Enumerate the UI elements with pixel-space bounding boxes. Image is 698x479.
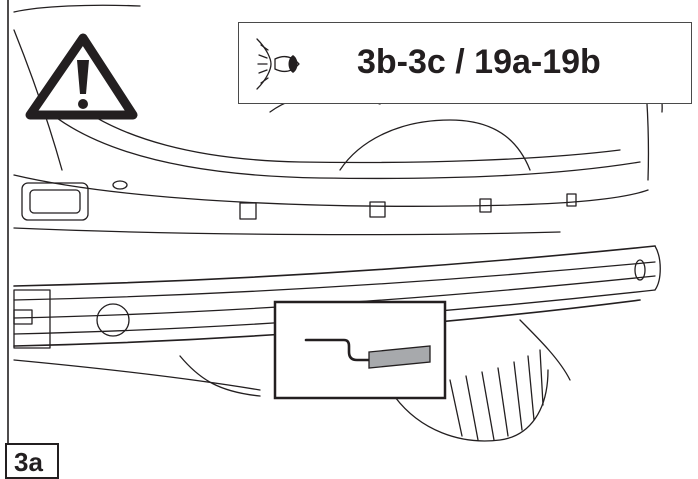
tyre-tread-1: [449, 379, 463, 437]
skirt-right-line: [519, 319, 571, 381]
parking-sensor-1: [239, 202, 257, 220]
tyre-tread-7: [539, 349, 544, 406]
lower-skirt-line: [179, 355, 261, 397]
left-bracket-slot: [13, 309, 33, 325]
parking-sensor-2: [369, 201, 386, 218]
beam-top-line: [13, 245, 656, 287]
warning-icon: [25, 33, 138, 120]
reference-box: 3b-3c / 19a-19b: [238, 22, 692, 104]
left-reflector: [21, 182, 89, 221]
tyre-tread-5: [513, 361, 523, 431]
left-reflector-inner: [29, 189, 81, 214]
number-plate-recess: [339, 119, 531, 171]
parking-sensor-4: [566, 193, 577, 207]
eye-icon: [256, 38, 300, 90]
roof-outline: [13, 4, 141, 13]
tyre-tread-3: [481, 371, 495, 441]
parking-sensor-3: [479, 198, 492, 213]
step-label: 3a: [14, 447, 43, 477]
tyre-tread-4: [497, 367, 509, 437]
tailgate-outline: [69, 99, 621, 164]
bracket-part: [368, 345, 431, 369]
beam-hole-left: [96, 303, 130, 337]
tailgate-button: [112, 180, 128, 190]
step-box: 3a: [5, 443, 59, 479]
tyre-tread-2: [465, 375, 479, 441]
bumper-upper-line: [13, 174, 649, 207]
beam-right-end: [654, 245, 661, 291]
tyre-tread-6: [527, 355, 535, 421]
tailgate-lower-outline: [43, 107, 641, 180]
reference-text: 3b-3c / 19a-19b: [357, 43, 601, 81]
cable-line: [304, 338, 374, 362]
bumper-crease-line: [13, 227, 561, 236]
beam-line-2: [13, 261, 656, 301]
beam-hole-right: [634, 259, 646, 281]
lower-body-line: [13, 359, 261, 391]
